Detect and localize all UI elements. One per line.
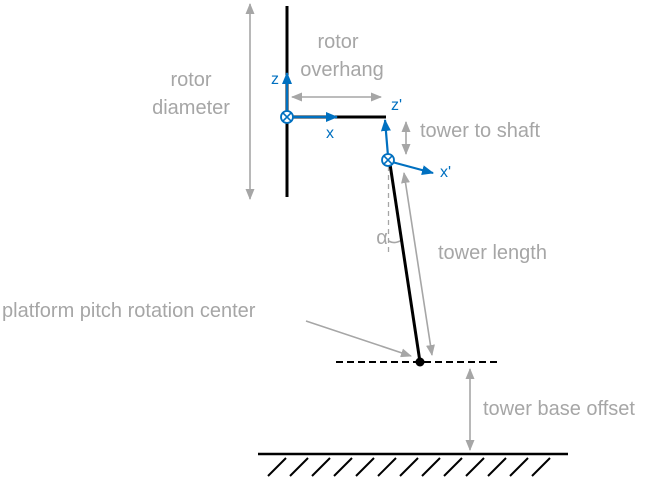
- tower-top-coordinate-frame: [380, 119, 434, 175]
- hub-x-axis-label: x: [326, 125, 334, 142]
- rotor-overhang-label-line2: overhang: [300, 59, 383, 81]
- rotor-diameter-label-line2: diameter: [152, 97, 230, 119]
- platform-pitch-pointer-arrow: [305, 320, 412, 358]
- rotor-overhang-label-line1: rotor: [317, 31, 358, 53]
- tower-base-offset-label: tower base offset: [483, 398, 635, 420]
- tower-to-shaft-label: tower to shaft: [420, 120, 541, 142]
- tower-top-x-axis-arrow: [391, 160, 434, 175]
- tower-top-x-axis-label: x': [440, 164, 451, 181]
- tower-top-z-axis-arrow: [380, 119, 391, 157]
- tower-length-label: tower length: [438, 242, 547, 264]
- hub-y-into-page-icon: [280, 110, 294, 124]
- tower-length-dimension-arrow: [401, 172, 435, 356]
- platform-pitch-center-dot: [415, 357, 425, 367]
- tilt-angle-arc: [388, 239, 402, 244]
- rotor-diameter-label-line1: rotor: [170, 69, 211, 91]
- ground-hatching: [267, 457, 551, 477]
- tower-top-y-into-page-icon: [381, 153, 395, 167]
- tilt-angle-alpha-label: α: [376, 227, 388, 249]
- hub-coordinate-frame: [280, 72, 338, 124]
- tower-top-z-axis-label: z': [391, 97, 402, 114]
- tower-line: [388, 163, 422, 363]
- platform-pitch-rotation-center-label: platform pitch rotation center: [2, 300, 256, 322]
- hub-z-axis-label: z: [271, 71, 279, 88]
